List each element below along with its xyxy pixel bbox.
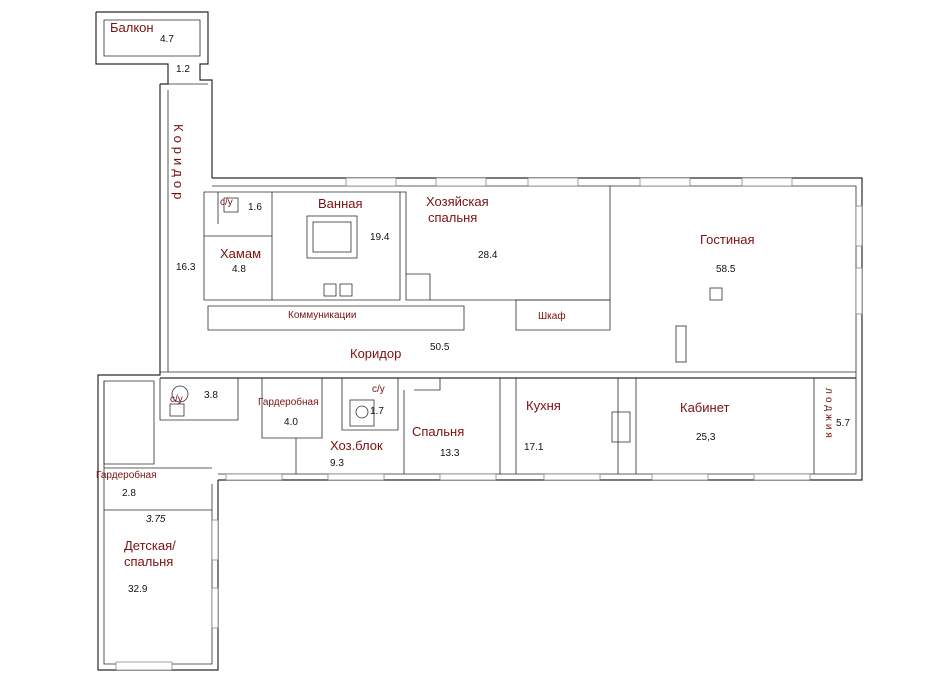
- corridor-main-name: Коридор: [350, 346, 401, 361]
- wc-top-area: 1.6: [248, 202, 262, 213]
- bedroom-area: 13.3: [440, 448, 460, 459]
- balcony-name: Балкон: [110, 20, 154, 35]
- study-name: Кабинет: [680, 400, 729, 415]
- living-room-area: 58.5: [716, 264, 736, 275]
- dimension-label: 3.75: [146, 514, 166, 525]
- balcony-area: 4.7: [160, 34, 174, 45]
- kitchen-area: 17.1: [524, 442, 544, 453]
- corridor-left-area: 16.3: [176, 262, 196, 273]
- study-area: 25,3: [696, 432, 716, 443]
- hammam-area: 4.8: [232, 264, 246, 275]
- loggia-name: лоджия: [823, 388, 834, 441]
- master-bedroom-area: 28.4: [478, 250, 498, 261]
- loggia-area: 5.7: [836, 418, 850, 429]
- wc-left-name: с/у: [170, 394, 183, 405]
- vestibule-area: 1.2: [176, 64, 190, 75]
- kids-room-area: 32.9: [128, 584, 148, 595]
- bathroom-area: 19.4: [370, 232, 390, 243]
- corridor-left-name: Коридор: [171, 124, 186, 203]
- master-bedroom-name-1: Хозяйская: [426, 194, 489, 209]
- kids-room-name-1: Детская/: [124, 538, 176, 553]
- wc-top-name: с/у: [220, 197, 233, 208]
- interior-walls: [103, 83, 856, 511]
- corridor-main-area: 50.5: [430, 342, 450, 353]
- room-labels: Балкон 4.7 1.2 Коридор 16.3 с/у 1.6 Ванн…: [96, 20, 850, 595]
- wardrobe-mid-area: 4.0: [284, 417, 298, 428]
- utility-block-name: Хоз.блок: [330, 438, 383, 453]
- utility-block-area: 9.3: [330, 458, 344, 469]
- utilities-name: Коммуникации: [288, 310, 356, 321]
- wc-mid-name: с/у: [372, 384, 385, 395]
- bedroom-name: Спальня: [412, 424, 464, 439]
- kids-room-name-2: спальня: [124, 554, 173, 569]
- living-room-name: Гостиная: [700, 232, 755, 247]
- bathroom-name: Ванная: [318, 196, 363, 211]
- wardrobe-left-area: 2.8: [122, 488, 136, 499]
- windows: [115, 177, 863, 671]
- wardrobe-left-name: Гардеробная: [96, 469, 157, 481]
- kitchen-name: Кухня: [526, 398, 561, 413]
- wardrobe-mid-name: Гардеробная: [258, 396, 319, 408]
- master-bedroom-name-2: спальня: [428, 210, 477, 225]
- outer-walls: [95, 11, 863, 671]
- closet-name: Шкаф: [538, 310, 566, 322]
- wc-left-area: 3.8: [204, 390, 218, 401]
- hammam-name: Хамам: [220, 246, 261, 261]
- wc-mid-area: 1.7: [370, 406, 384, 417]
